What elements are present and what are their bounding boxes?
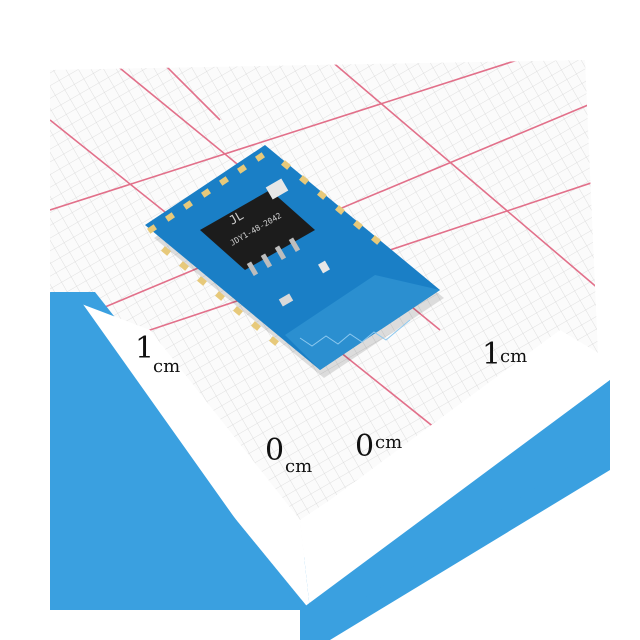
ruler-label-right: 1: [482, 337, 501, 372]
ruler-unit-left: cm: [153, 356, 180, 377]
ruler-label-left: 1: [135, 331, 154, 366]
ruler-strip: [50, 292, 610, 640]
chip-logo: JL: [227, 208, 247, 227]
bluetooth-module: JL JDY1-48-2042: [145, 145, 444, 378]
antenna-trace: [299, 319, 411, 347]
crystal-component: [265, 178, 289, 200]
ruler-origin-left: 0: [265, 433, 284, 468]
capacitor-component-2: [318, 260, 330, 274]
ruler-labels: 1 cm 1 cm 0 cm 0 cm: [135, 331, 527, 477]
ruler-origin-right-unit: cm: [375, 432, 402, 453]
pcb-antenna: [285, 275, 440, 370]
ruler-unit-right: cm: [500, 346, 527, 367]
ruler-origin-right: 0: [355, 429, 374, 464]
ic-chip: JL JDY1-48-2042: [200, 190, 315, 277]
ruler-origin-left-unit: cm: [285, 456, 312, 477]
capacitor-component: [278, 293, 294, 307]
edge-pads: [147, 152, 381, 346]
